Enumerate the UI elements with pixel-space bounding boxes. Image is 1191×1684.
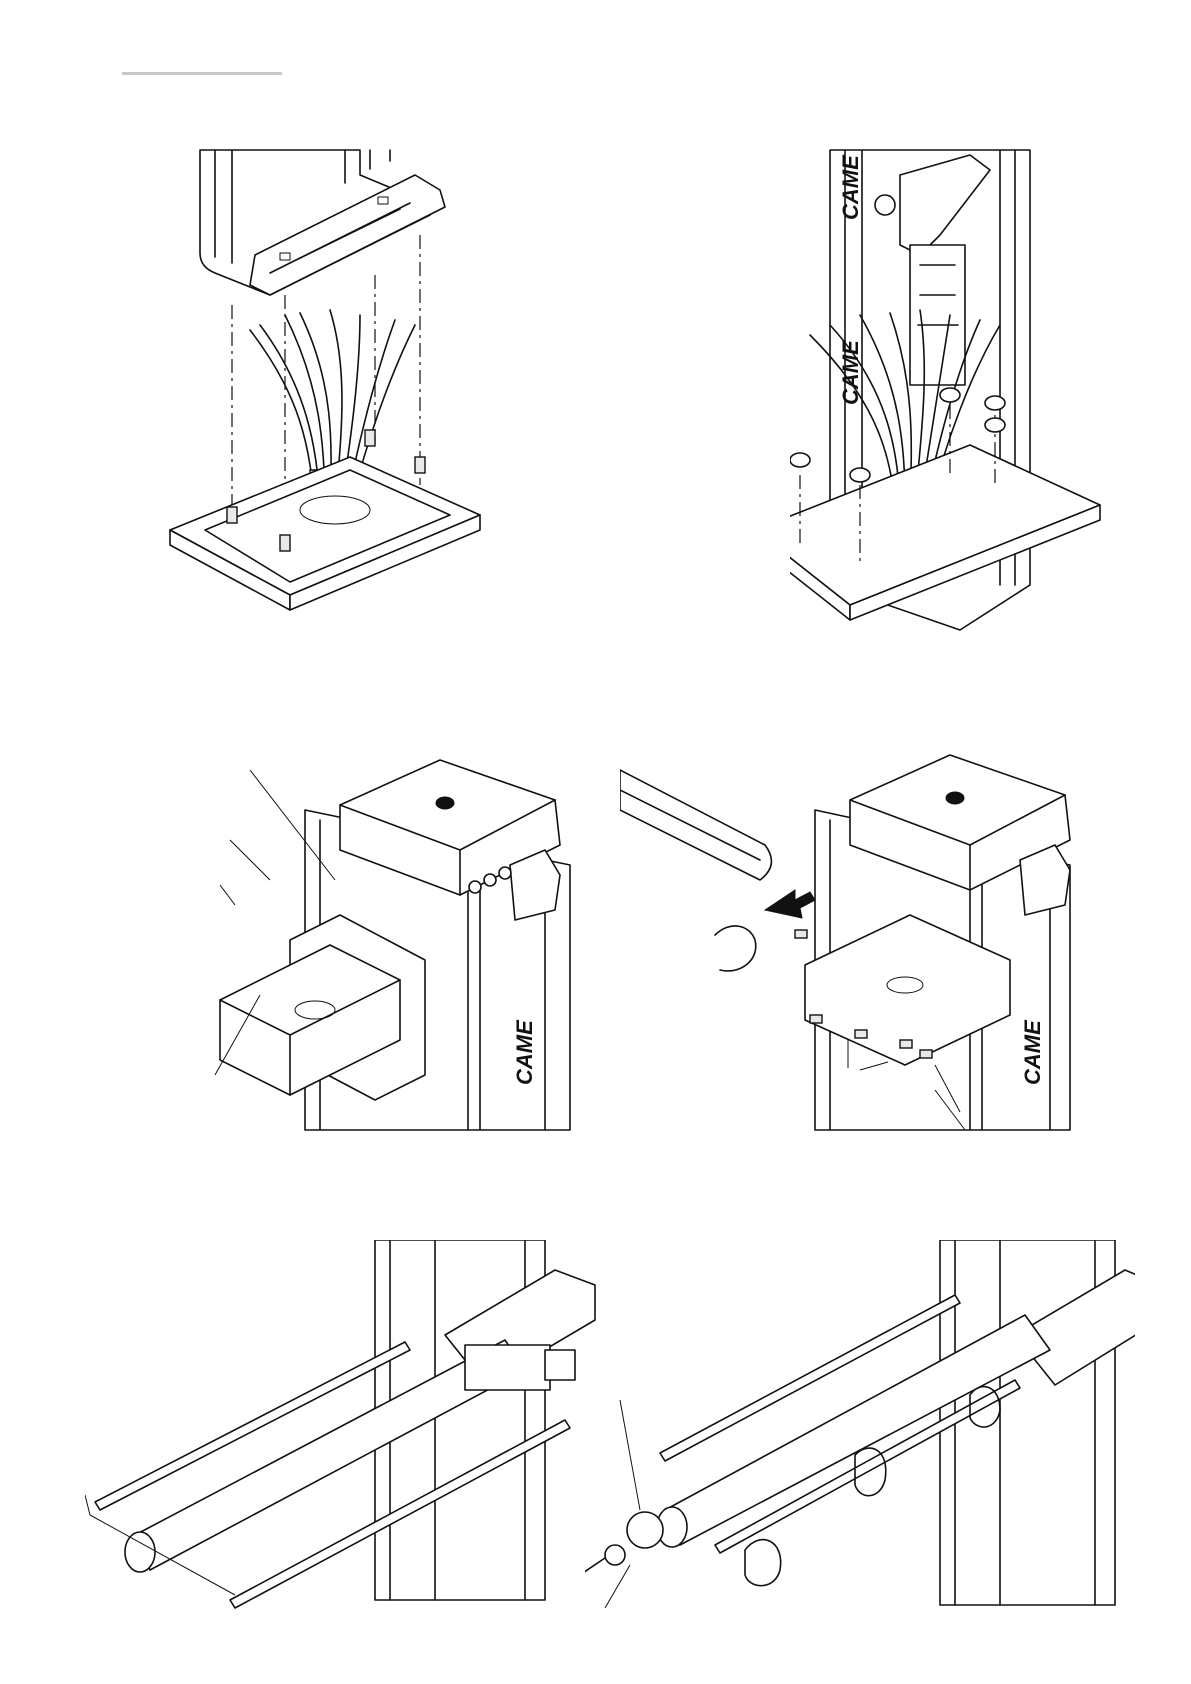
figure-boom-insertion: CAME — [620, 750, 1140, 1140]
came-logo: CAME — [512, 1019, 537, 1085]
figure-column-over-base — [160, 145, 510, 665]
header-rule — [122, 72, 282, 75]
came-logo-upper: CAME — [838, 154, 863, 220]
figure-column-fixed: CAME CAME — [790, 145, 1130, 665]
figure-boom-fitting — [585, 1240, 1135, 1620]
came-logo: CAME — [1020, 1019, 1045, 1085]
figure-boom-holder-plate: CAME — [210, 755, 605, 1135]
figure-boom-profiles — [85, 1240, 645, 1610]
